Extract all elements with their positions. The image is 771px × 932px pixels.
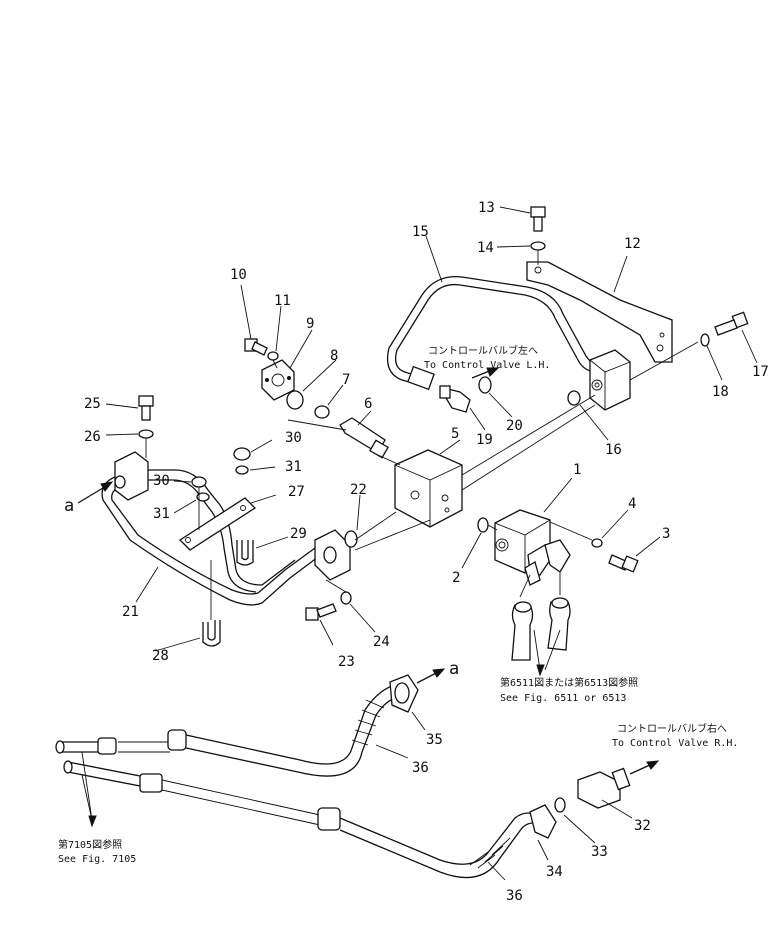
u-bolt-29 (236, 540, 254, 566)
callout-29: 29 (290, 526, 307, 542)
callout-6: 6 (364, 396, 372, 412)
callout-11: 11 (274, 293, 291, 309)
callout-35: 35 (426, 732, 443, 748)
u-bolt-28 (202, 620, 221, 647)
ref-a-left: a (64, 496, 74, 516)
note-fig6511-jp: 第6511図または第6513図参照 (500, 676, 638, 689)
callout-15: 15 (412, 224, 429, 240)
note-fig6511-en: See Fig. 6511 or 6513 (500, 693, 626, 704)
washer-4 (591, 538, 603, 548)
o-ring-33 (554, 797, 566, 813)
callout-7: 7 (342, 372, 350, 388)
callout-16: 16 (605, 442, 622, 458)
callout-24: 24 (373, 634, 390, 650)
callout-36-lower: 36 (506, 888, 523, 904)
notes: コントロールバルブ左へ To Control Valve L.H. 第6511図… (58, 344, 738, 865)
callout-32: 32 (634, 818, 651, 834)
flange-22 (314, 529, 351, 581)
o-ring-7 (314, 405, 330, 419)
nut-30-left (191, 476, 207, 488)
tube-15 (386, 275, 601, 391)
washer-31-right (235, 465, 249, 475)
callout-22: 22 (350, 482, 367, 498)
bolt-17 (714, 311, 749, 336)
callout-numbers: 1 2 3 4 5 6 7 8 9 10 11 12 13 14 15 16 1… (84, 200, 769, 904)
callout-19: 19 (476, 432, 493, 448)
note-to-rh-jp: コントロールバルブ右へ (617, 722, 727, 735)
callout-13: 13 (478, 200, 495, 216)
callout-25: 25 (84, 396, 101, 412)
callout-20: 20 (506, 418, 523, 434)
washer-24 (340, 591, 352, 605)
bolt-25 (138, 395, 154, 421)
callout-31-right: 31 (285, 459, 302, 475)
hose-upper (55, 674, 419, 777)
washer-26 (138, 429, 154, 439)
callout-3: 3 (662, 526, 670, 542)
callout-28: 28 (152, 648, 169, 664)
block-5 (394, 449, 463, 528)
block-16 (589, 349, 631, 411)
bracket-25-block (114, 451, 149, 501)
callout-30-left: 30 (153, 473, 170, 489)
ref-a-right: a (449, 659, 459, 679)
callout-21: 21 (122, 604, 139, 620)
note-to-rh-en: To Control Valve R.H. (612, 738, 738, 749)
nut-30-right (233, 447, 251, 461)
fitting-6 (339, 417, 389, 459)
callout-14: 14 (477, 240, 494, 256)
callout-36-upper: 36 (412, 760, 429, 776)
adapter-32 (577, 767, 631, 809)
callout-1: 1 (573, 462, 581, 478)
callout-18: 18 (712, 384, 729, 400)
callout-26: 26 (84, 429, 101, 445)
bolt-10 (244, 338, 268, 356)
leaders (105, 206, 758, 881)
o-ring-16 (567, 390, 581, 406)
callout-34: 34 (546, 864, 563, 880)
washer-18 (700, 333, 710, 347)
callout-5: 5 (451, 426, 459, 442)
callout-2: 2 (452, 570, 460, 586)
bolt-13 (530, 206, 546, 232)
arrows (77, 367, 660, 828)
hose-lower (63, 760, 557, 879)
valve-1 (494, 509, 571, 586)
bolt-23 (305, 603, 337, 621)
callout-10: 10 (230, 267, 247, 283)
callout-30-right: 30 (285, 430, 302, 446)
valve-1-hoses (511, 572, 571, 661)
callout-17: 17 (752, 364, 769, 380)
note-fig7105-jp: 第7105図参照 (58, 838, 122, 851)
callout-33: 33 (591, 844, 608, 860)
note-fig7105-en: See Fig. 7105 (58, 854, 136, 865)
callout-23: 23 (338, 654, 355, 670)
o-ring-8 (286, 390, 304, 410)
callout-12: 12 (624, 236, 641, 252)
note-to-lh-en: To Control Valve L.H. (424, 360, 550, 371)
note-to-lh-jp: コントロールバルブ左へ (428, 344, 538, 357)
bracket-12 (526, 261, 673, 363)
o-ring-22 (344, 530, 358, 548)
connection-lines (145, 250, 699, 620)
washer-31-left (196, 492, 210, 502)
callout-9: 9 (306, 316, 314, 332)
wrap-36 (351, 699, 511, 869)
plate-27 (178, 497, 257, 551)
elbow-19 (439, 385, 471, 413)
washer-14 (530, 241, 546, 251)
flange-9 (261, 359, 295, 401)
bolt-3 (608, 554, 639, 573)
o-ring-20 (478, 376, 492, 394)
callout-27: 27 (288, 484, 305, 500)
o-ring-2 (477, 517, 489, 533)
callout-31-left: 31 (153, 506, 170, 522)
callout-4: 4 (628, 496, 636, 512)
washer-11 (267, 351, 279, 361)
callout-8: 8 (330, 348, 338, 364)
